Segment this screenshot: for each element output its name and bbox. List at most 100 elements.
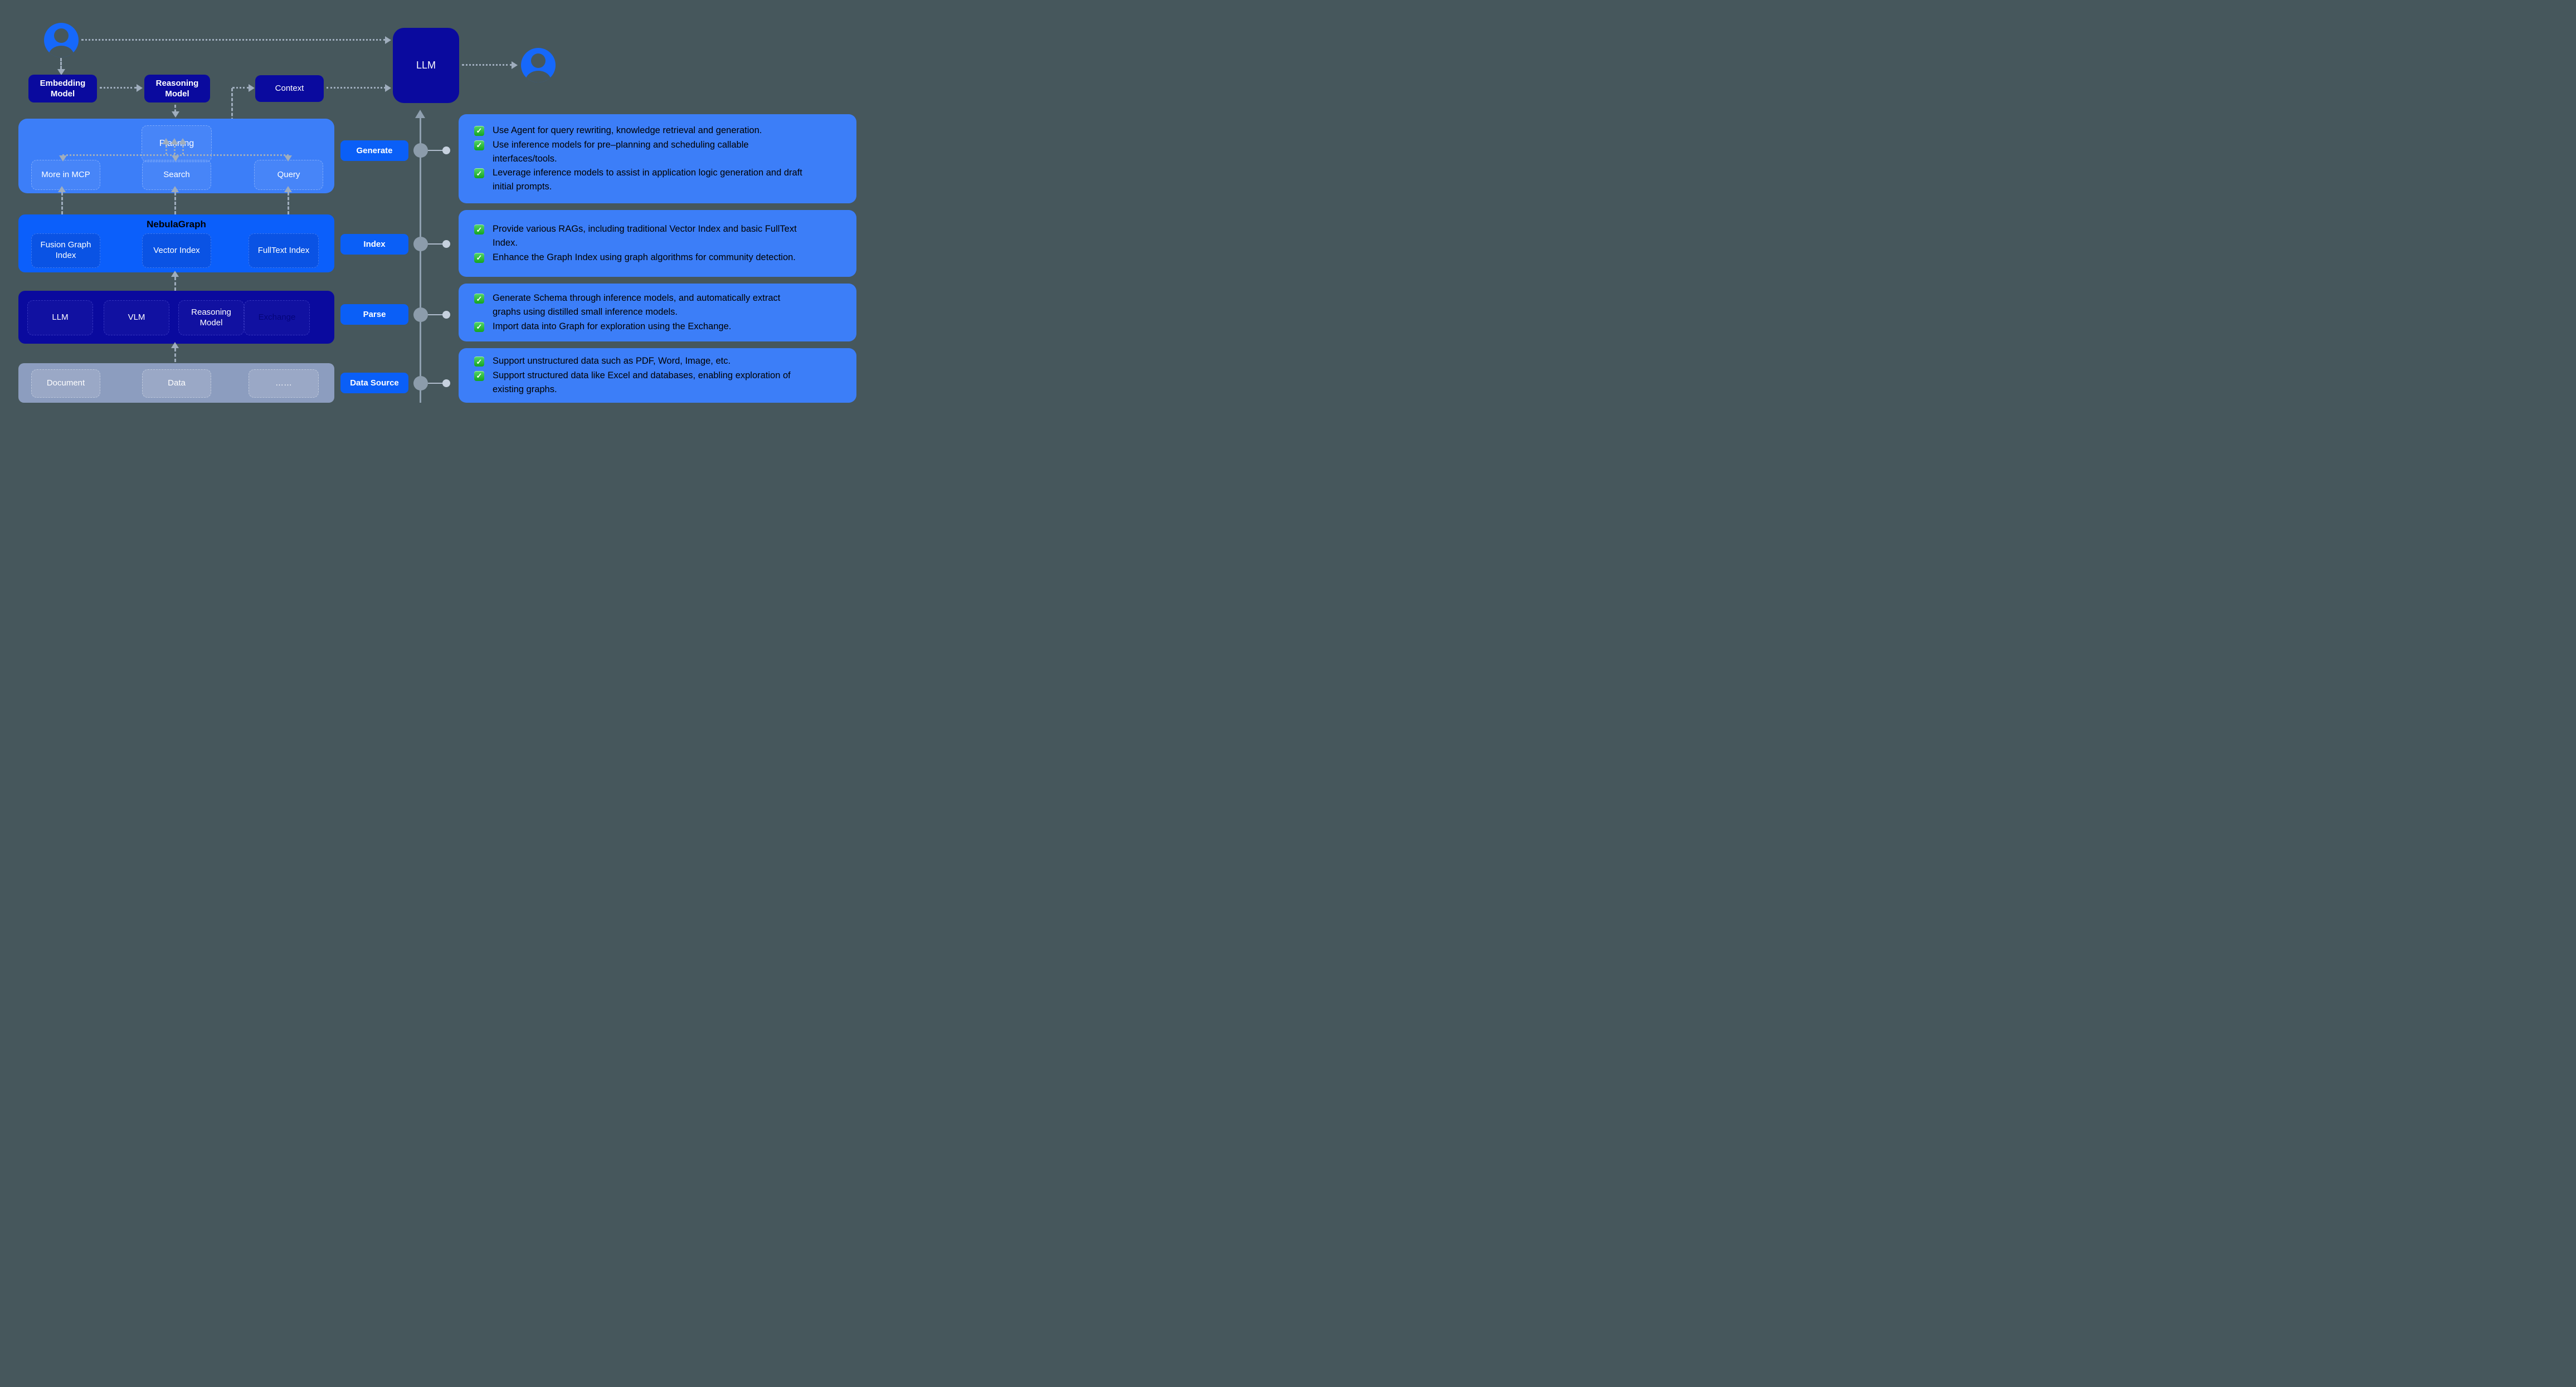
user-icon (44, 23, 79, 57)
embedding-model-node: Embedding Model (28, 75, 97, 102)
fusion-graph-index-label: Fusion Graph Index (40, 240, 91, 260)
arrow-fulltext-to-query (288, 192, 289, 214)
arrowhead-up-icon (171, 138, 178, 144)
list-item: Enhance the Graph Index using graph algo… (474, 251, 841, 265)
data-label: Data (168, 378, 186, 388)
index-info-panel: Provide various RAGs, including traditio… (459, 210, 856, 277)
arrowhead-up-icon (179, 138, 187, 144)
arrowhead-right-icon (385, 36, 391, 44)
stage-generate-button: Generate (340, 140, 408, 161)
list-item-text: Use Agent for query rewriting, knowledge… (493, 125, 762, 136)
timeline-subdot (442, 311, 450, 319)
arrow-reasoning-to-planning (174, 105, 176, 113)
query-label: Query (277, 169, 300, 179)
arrowhead-right-icon (512, 61, 518, 69)
vlm-label: VLM (128, 312, 145, 323)
arrow-llm-to-user (462, 64, 512, 66)
timeline-connector (428, 243, 444, 245)
nebulagraph-title: NebulaGraph (147, 219, 206, 229)
user-head-shape (530, 53, 546, 68)
arrow-parse-to-nebulagraph (174, 277, 176, 291)
planning-up-stub (182, 143, 184, 154)
list-item: Support unstructured data such as PDF, W… (474, 354, 841, 368)
llm-label: LLM (416, 59, 436, 71)
llm-node: LLM (393, 28, 459, 103)
exchange-label: Exchange (258, 312, 296, 323)
fusion-graph-index-node: Fusion Graph Index (31, 233, 100, 268)
stage-parse-button: Parse (340, 304, 408, 325)
ellipsis-label: …… (275, 378, 292, 388)
timeline-connector (428, 383, 444, 384)
query-node: Query (254, 160, 323, 190)
search-node: Search (142, 160, 211, 190)
planning-panel: Planning More in MCP Search Query (18, 119, 334, 193)
document-label: Document (46, 378, 85, 388)
planning-up-stub (174, 143, 176, 154)
more-in-mcp-label: More in MCP (41, 169, 90, 179)
stage-data-source-button: Data Source (340, 373, 408, 393)
data-source-panel: Document Data …… (18, 363, 334, 403)
list-item: Use Agent for query rewriting, knowledge… (474, 124, 841, 138)
context-label: Context (275, 84, 304, 94)
parse-models-panel: LLM VLM Reasoning Model Exchange (18, 291, 334, 344)
reasoning-model-parse-label: Reasoning Model (191, 307, 231, 328)
user-body-shape (48, 45, 74, 57)
data-node: Data (142, 369, 211, 398)
planning-branch-line (62, 154, 289, 156)
planning-up-stub (165, 143, 167, 154)
arrow-vector-to-search (174, 192, 176, 214)
data-source-info-panel: Support unstructured data such as PDF, W… (459, 348, 856, 403)
stage-data-source-label: Data Source (350, 378, 399, 388)
arrowhead-up-icon (171, 342, 179, 348)
fulltext-index-node: FullText Index (249, 233, 319, 268)
list-item-text: Use inference models for pre–planning an… (493, 139, 749, 164)
arrow-fusion-to-mcp (61, 192, 63, 214)
arrowhead-right-icon (385, 84, 391, 92)
arrowhead-down-icon (172, 111, 179, 118)
arrowhead-up-icon (171, 271, 179, 277)
exchange-node: Exchange (244, 300, 310, 335)
user-icon (521, 48, 556, 82)
llm-parse-label: LLM (52, 312, 69, 323)
arrow-into-context (232, 87, 249, 89)
arrow-user-to-embedding (60, 58, 62, 69)
list-item: Generate Schema through inference models… (474, 291, 841, 319)
vector-index-label: Vector Index (153, 245, 200, 255)
arrowhead-down-icon (57, 69, 65, 75)
arrow-source-to-parse (174, 348, 176, 362)
check-icon (474, 252, 484, 263)
reasoning-model-label: Reasoning Model (155, 78, 199, 99)
arrowhead-right-icon (137, 84, 143, 92)
list-item: Use inference models for pre–planning an… (474, 138, 841, 166)
check-icon (474, 294, 484, 304)
list-item-text: Import data into Graph for exploration u… (493, 321, 732, 331)
list-item-text: Provide various RAGs, including traditio… (493, 224, 797, 248)
arrow-embedding-to-reasoning (100, 87, 137, 89)
list-item-text: Support structured data like Excel and d… (493, 370, 791, 394)
timeline-dot-data-source (413, 376, 428, 390)
timeline-dot-generate (413, 143, 428, 158)
check-icon (474, 168, 484, 179)
search-label: Search (163, 169, 190, 179)
check-icon (474, 356, 484, 367)
stage-parse-label: Parse (363, 310, 386, 319)
reasoning-model-node: Reasoning Model (144, 75, 210, 102)
arrow-context-to-llm (327, 87, 386, 89)
document-node: Document (31, 369, 100, 398)
stage-index-label: Index (363, 240, 386, 249)
check-icon (474, 140, 484, 150)
arrow-user-to-llm (81, 39, 386, 41)
timeline-connector (428, 314, 444, 315)
list-item: Support structured data like Excel and d… (474, 369, 841, 397)
check-icon (474, 126, 484, 136)
list-item: Import data into Graph for exploration u… (474, 320, 841, 334)
list-item-text: Support unstructured data such as PDF, W… (493, 356, 731, 367)
arrowhead-up-icon (162, 138, 170, 144)
timeline-dot-parse (413, 307, 428, 322)
user-body-shape (525, 70, 551, 82)
parse-info-panel: Generate Schema through inference models… (459, 284, 856, 341)
embedding-model-label: Embedding Model (40, 78, 86, 99)
arrowhead-down-icon (284, 155, 292, 162)
vlm-node: VLM (104, 300, 169, 335)
list-item: Leverage inference models to assist in a… (474, 166, 841, 194)
